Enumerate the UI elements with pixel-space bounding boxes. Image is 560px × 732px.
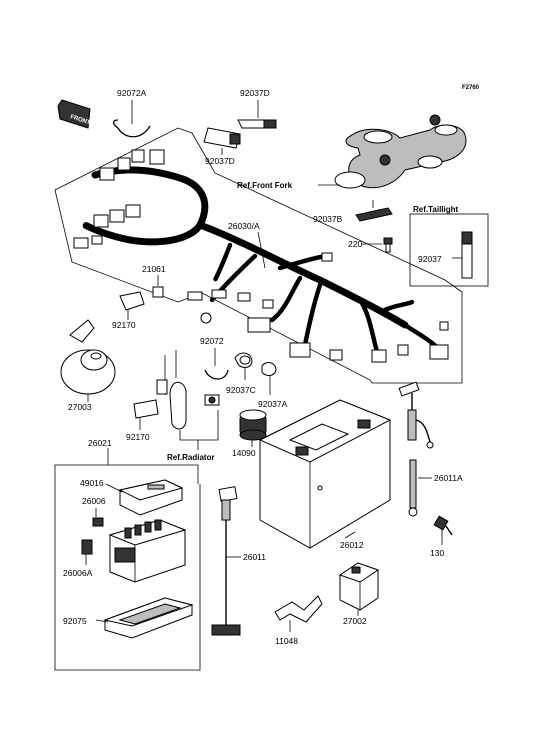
cable-26011a (398, 381, 434, 517)
band-92037d-left (203, 127, 241, 149)
label-26011a: 26011A (434, 473, 463, 483)
label-26030a: 26030/A (228, 221, 260, 231)
label-26006: 26006 (82, 496, 106, 506)
clamp-92037c (234, 352, 253, 368)
label-92075: 92075 (63, 616, 87, 626)
label-21061: 21061 (142, 264, 166, 274)
ref-radiator: Ref.Radiator (167, 453, 215, 462)
cover-49016 (118, 479, 184, 516)
band-92037d-top (237, 119, 277, 129)
label-26012: 26012 (340, 540, 364, 550)
label-26006a: 26006A (63, 568, 93, 578)
label-27003: 27003 (68, 402, 92, 412)
label-92072: 92072 (200, 336, 224, 346)
clamp-92072 (204, 369, 229, 380)
label-92170-top: 92170 (112, 320, 136, 330)
relay-21061 (152, 286, 164, 298)
fuse-box (108, 519, 187, 583)
cable-26011 (211, 486, 241, 636)
bracket-11048 (274, 595, 323, 623)
label-92037a: 92037A (258, 399, 288, 409)
label-26021: 26021 (88, 438, 112, 448)
bracket-92170-bottom (133, 399, 159, 419)
label-27002: 27002 (343, 616, 367, 626)
battery-26012 (258, 399, 392, 549)
taillight-box (409, 213, 489, 287)
harness-outline (54, 127, 463, 384)
bolt-220 (383, 237, 393, 253)
fuse-26006a (81, 539, 93, 555)
wiring-harness (73, 149, 449, 363)
label-220: 220 (348, 239, 362, 249)
label-26011: 26011 (243, 552, 266, 562)
band-92037b (355, 207, 393, 222)
label-92037: 92037 (418, 254, 442, 264)
label-11048: 11048 (275, 636, 298, 646)
label-49016: 49016 (80, 478, 104, 488)
bracket-92170-top (119, 291, 145, 311)
radiator-hose (156, 350, 187, 430)
ref-front-fork: Ref.Front Fork (237, 181, 293, 190)
thermo-switch (204, 394, 220, 406)
label-92170-bottom: 92170 (126, 432, 150, 442)
label-14090: 14090 (232, 448, 256, 458)
label-130: 130 (430, 548, 444, 558)
cap-14090 (239, 409, 267, 441)
horn-27003 (60, 319, 116, 395)
relay-27002 (338, 562, 380, 611)
clamp-92037a (261, 362, 277, 376)
label-92072a: 92072A (117, 88, 147, 98)
fuse-26006 (92, 517, 104, 527)
diagram-code: F2760 (462, 85, 480, 91)
label-92037d-left: 92037D (205, 156, 235, 166)
cover-92075 (103, 597, 194, 639)
label-92037c: 92037C (226, 385, 256, 395)
label-92037b: 92037B (313, 214, 343, 224)
front-arrow-icon: FRONT (57, 99, 91, 129)
label-92037d-top: 92037D (240, 88, 270, 98)
triple-clamp (334, 114, 467, 189)
clamp-92072a (112, 119, 151, 138)
ref-taillight: Ref.Taillight (413, 205, 459, 214)
fuse-group-box (54, 464, 201, 671)
bolt-130 (433, 515, 453, 536)
band-92037 (461, 231, 473, 279)
